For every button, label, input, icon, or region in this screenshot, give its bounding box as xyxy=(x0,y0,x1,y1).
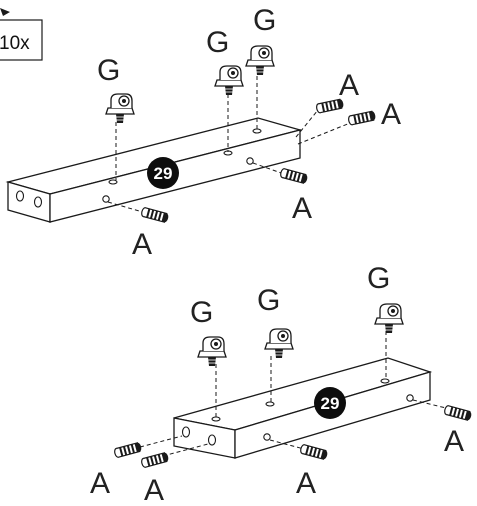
cam-fitting-icon xyxy=(105,93,135,124)
step-number: 29 xyxy=(154,164,173,183)
label-g: G xyxy=(253,4,276,37)
bottom-assembly: 29 G G G A A A A xyxy=(90,262,474,506)
cam-fitting-icon xyxy=(264,328,294,359)
label-a: A xyxy=(296,467,316,500)
wood-dowel-icon xyxy=(139,451,171,469)
label-g: G xyxy=(257,284,280,317)
wood-dowel-icon xyxy=(112,441,144,459)
cam-fitting-icon xyxy=(245,45,275,76)
wood-dowel-icon xyxy=(298,443,330,461)
label-a: A xyxy=(292,192,312,225)
step-number-badge: 29 xyxy=(147,157,179,189)
label-g: G xyxy=(206,26,229,59)
label-a: A xyxy=(90,467,110,500)
top-assembly: 29 G G G A A A A xyxy=(5,4,401,261)
label-a: A xyxy=(132,228,152,261)
label-g: G xyxy=(190,296,213,329)
label-a: A xyxy=(444,425,464,458)
panel-board xyxy=(173,357,433,459)
step-number-badge: 29 xyxy=(314,387,346,419)
step-number: 29 xyxy=(321,394,340,413)
cam-fitting-icon xyxy=(374,303,404,334)
wood-dowel-icon xyxy=(139,206,171,224)
wood-dowel-icon xyxy=(278,167,310,185)
wood-dowel-icon xyxy=(442,404,474,422)
label-a: A xyxy=(144,474,164,506)
quantity-badge: 10x xyxy=(0,8,43,61)
label-a: A xyxy=(339,69,359,102)
wood-dowel-icon xyxy=(346,109,378,127)
label-g: G xyxy=(97,54,120,87)
quantity-text: 10x xyxy=(0,33,30,54)
label-g: G xyxy=(367,262,390,295)
cam-fitting-icon xyxy=(197,336,227,367)
cam-fitting-icon xyxy=(214,65,244,96)
label-a: A xyxy=(381,98,401,131)
